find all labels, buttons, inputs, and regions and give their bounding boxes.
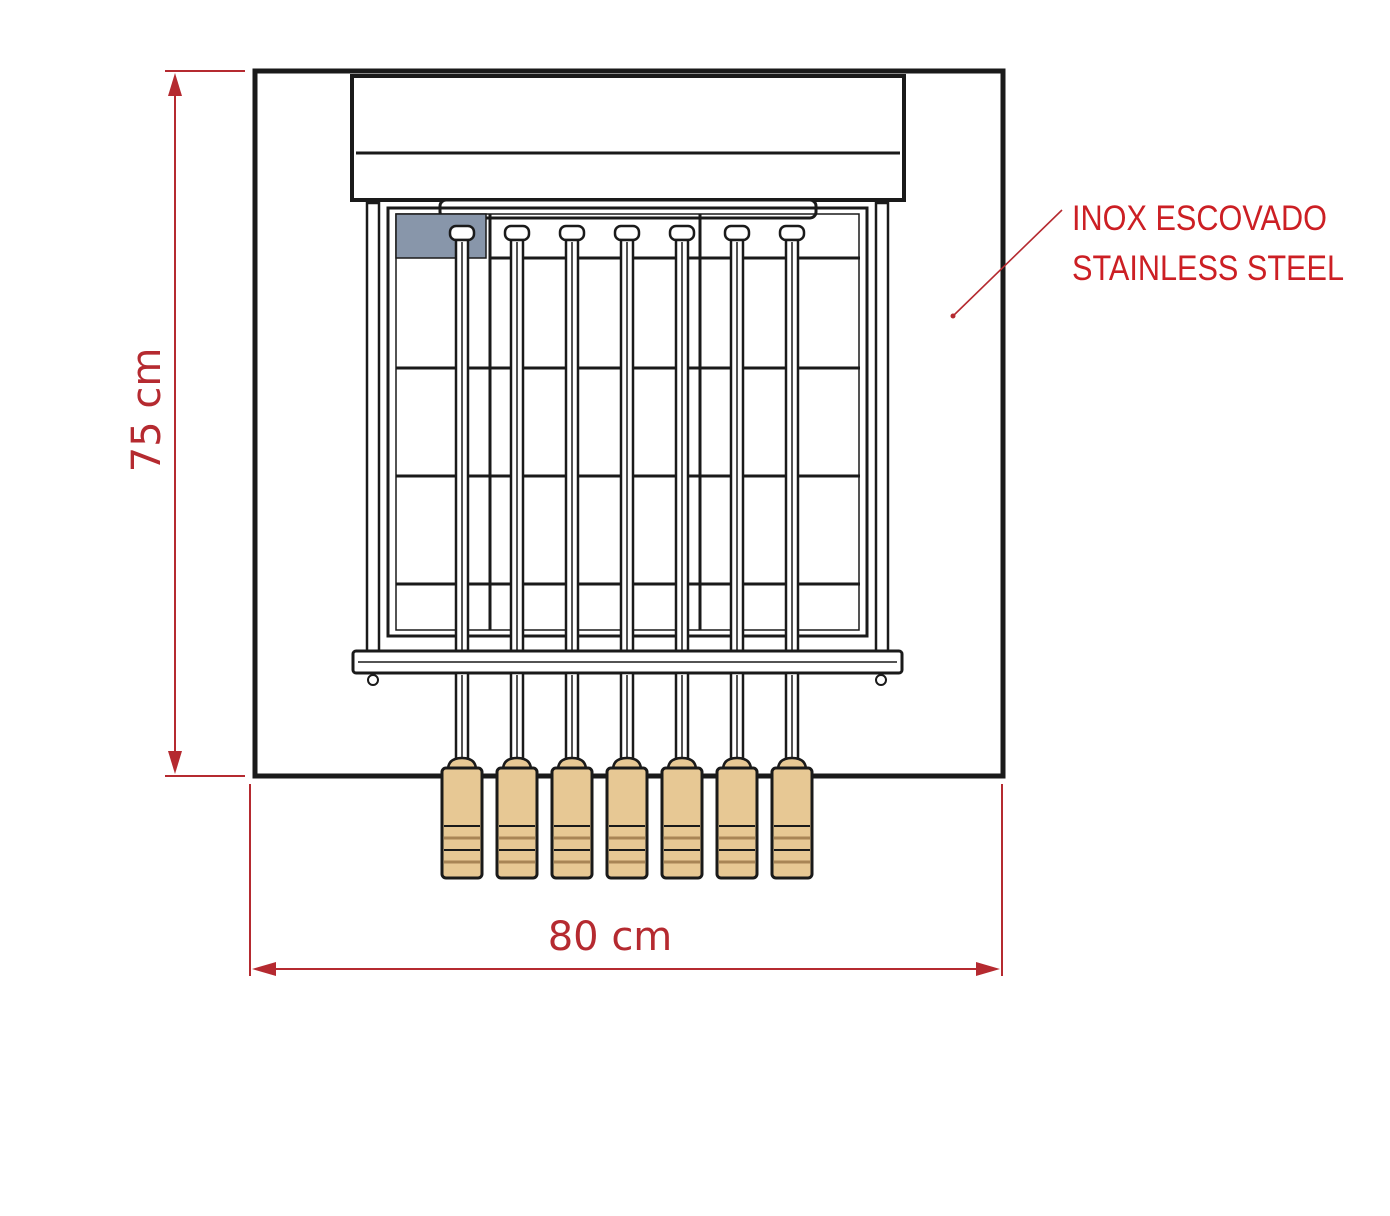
arrow-right-icon	[976, 962, 1000, 976]
skewer	[503, 224, 531, 654]
skewer-handle	[495, 671, 539, 880]
skewer	[558, 224, 586, 654]
motor-housing	[350, 74, 906, 220]
arrow-down-icon	[168, 751, 182, 774]
material-label-pt: INOX ESCOVADO	[1072, 199, 1327, 238]
skewer-handle	[550, 671, 594, 880]
skewer-handle	[660, 671, 704, 880]
arrow-up-icon	[168, 73, 182, 96]
skewers	[448, 224, 806, 654]
skewer-handle	[715, 671, 759, 880]
material-annotation: INOX ESCOVADO STAINLESS STEEL	[950, 199, 1344, 319]
skewer-handles	[440, 671, 814, 880]
skewer-handle	[605, 671, 649, 880]
width-dimension: 80 cm	[249, 784, 1003, 976]
material-label-en: STAINLESS STEEL	[1072, 249, 1344, 288]
height-label: 75 cm	[124, 348, 170, 473]
arrow-left-icon	[252, 962, 276, 976]
skewer-handle	[770, 671, 814, 880]
leader-line	[952, 209, 1063, 317]
height-dimension: 75 cm	[124, 70, 245, 777]
skewer-handle	[440, 671, 484, 880]
heating-grid	[386, 206, 869, 638]
width-label: 80 cm	[548, 914, 673, 960]
